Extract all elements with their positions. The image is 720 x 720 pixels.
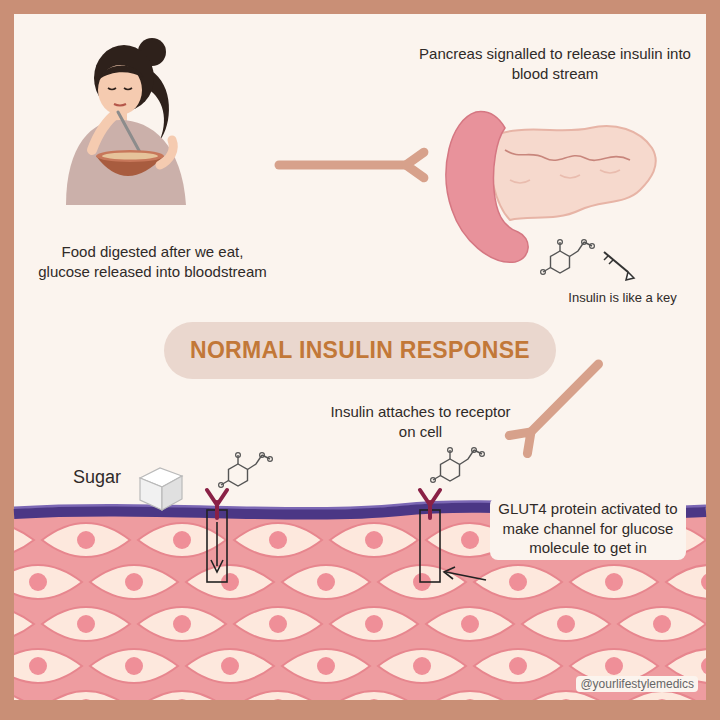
sugar-label: Sugar [58,466,136,489]
cell [378,649,466,683]
cell [330,523,418,557]
background [14,14,706,706]
step-text: Food digested after we eat, glucose rele… [36,242,269,281]
insulin-molecule [431,448,485,483]
cell [426,607,514,641]
pancreas [446,112,656,263]
title-pill: NORMAL INSULIN RESPONSE [164,322,556,379]
insulin-molecule [541,240,595,275]
cell [234,523,322,557]
caption-label: Insulin is like a key [540,290,705,307]
watermark-patch: @yourlifestylemedics [576,676,698,692]
cell [138,523,226,557]
cell [714,523,720,557]
cell [714,691,720,720]
cell [282,649,370,683]
cell [666,565,720,599]
cell [0,607,34,641]
cell [618,607,706,641]
cell [474,565,562,599]
arrow-head [406,152,424,178]
frame-bottom [14,700,706,706]
cell [90,649,178,683]
step-node: Pancreas signalled to release insulin in… [410,40,700,360]
insulin-molecule [219,453,273,488]
cell [0,565,82,599]
arrow-head [509,432,531,454]
cell [42,523,130,557]
step-text: Pancreas signalled to release insulin in… [416,44,694,83]
leader-arrow [444,567,486,580]
cell [0,649,82,683]
step-node: Food digested after we eat, glucose rele… [30,30,275,285]
cell [474,649,562,683]
receptor-channel [420,490,440,582]
cell [522,607,610,641]
cell [570,565,658,599]
flow-arrow-line [279,161,406,170]
key-icon [604,252,634,280]
watermark: @yourlifestylemedics [530,677,698,693]
step-text: Insulin attaches to receptor on cell [324,402,517,441]
cell [282,565,370,599]
cell [330,607,418,641]
flow-arrow [279,152,424,178]
cell [186,565,274,599]
glut4-note: GLUT4 protein activated to make channel … [490,497,686,560]
woman-eating [66,38,186,205]
cell [234,607,322,641]
receptor-channel [207,490,227,582]
cell [0,523,34,557]
sugar-cube [140,468,182,510]
cell [186,649,274,683]
cell [138,607,226,641]
cell [714,607,720,641]
cell [42,607,130,641]
cell [90,565,178,599]
step-node: Insulin attaches to receptor on cell [318,398,523,445]
